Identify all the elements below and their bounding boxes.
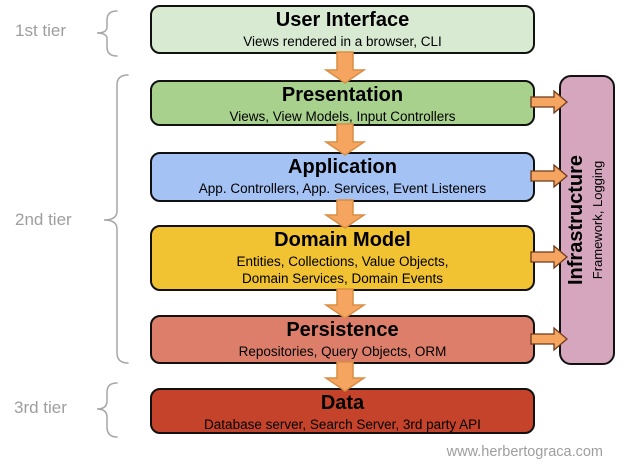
layer-subtitle: Views rendered in a browser, CLI [243,34,442,49]
layer-infrastructure [559,75,615,365]
site-credit: www.herbertograca.com [446,444,603,460]
tier-label-3rd: 3rd tier [14,398,67,417]
layer-title: User Interface [275,9,410,31]
layer-application: Application App. Controllers, App. Servi… [150,152,535,202]
arrow-down-ui-to-presentation-icon [323,51,367,84]
layer-title: Persistence [286,319,399,341]
arrow-down-domain-to-persistence-icon [323,288,367,319]
layer-domain-model: Domain Model Entities, Collections, Valu… [150,225,535,291]
layer-subtitle: Database server, Search Server, 3rd part… [204,417,481,432]
layer-title: Application [288,156,397,178]
infrastructure-rotated-text: Infrastructure Framework, Logging [559,75,615,365]
layer-title: Domain Model [274,229,411,251]
tier-label-1st: 1st tier [15,21,67,40]
layer-title: Infrastructure [565,154,587,286]
layer-subtitle: Repositories, Query Objects, ORM [238,344,447,359]
tier-label-2nd: 2nd tier [15,210,72,229]
layer-subtitle: Entities, Collections, Value Objects, [236,254,449,269]
layer-title: Data [320,392,365,414]
layer-title: Presentation [281,84,404,106]
arrow-down-presentation-to-application-icon [323,123,367,156]
layer-subtitle: Framework, Logging [590,160,605,280]
tier-brace-2nd [103,74,129,364]
layer-presentation: Presentation Views, View Models, Input C… [150,80,535,126]
tier-brace-1st [96,10,118,57]
layer-subtitle: Domain Services, Domain Events [241,271,444,286]
arrow-down-persistence-to-data-icon [323,361,367,392]
layer-data: Data Database server, Search Server, 3rd… [150,388,535,434]
layer-persistence: Persistence Repositories, Query Objects,… [150,315,535,364]
layer-subtitle: App. Controllers, App. Services, Event L… [198,181,487,196]
tier-brace-3rd [96,382,118,438]
layer-user-interface: User Interface Views rendered in a brows… [150,5,535,54]
layer-subtitle: Views, View Models, Input Controllers [229,109,456,124]
arrow-down-application-to-domain-icon [323,199,367,229]
